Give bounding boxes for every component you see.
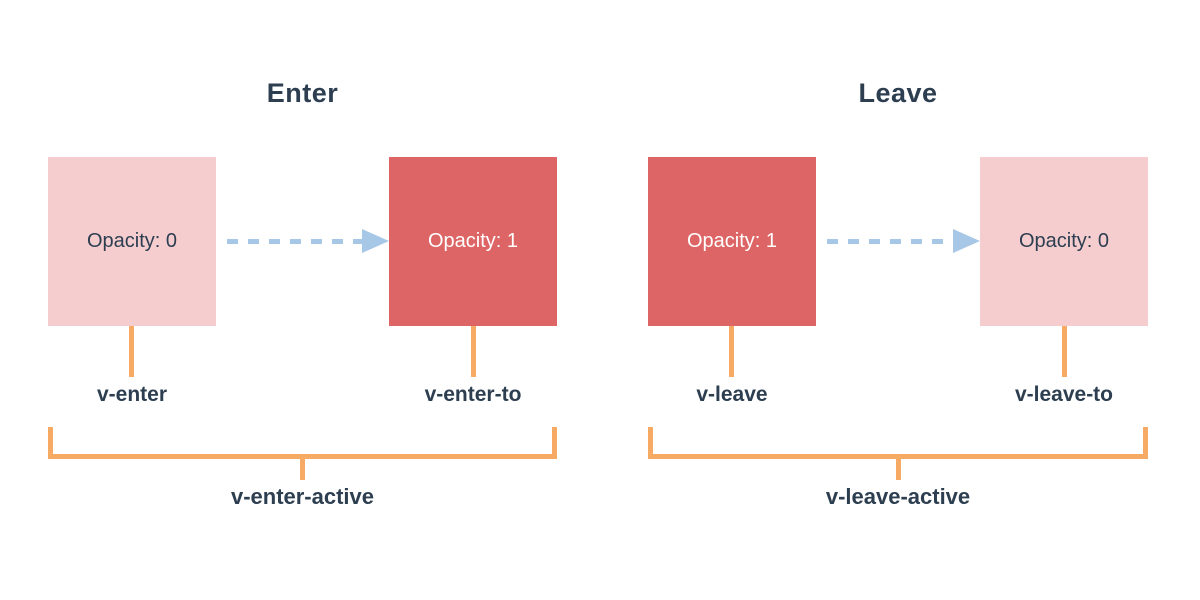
class-label-from: v-leave bbox=[696, 383, 768, 406]
transition-arrow-dashed-line bbox=[227, 239, 363, 244]
state-box-from-text: Opacity: 0 bbox=[86, 230, 178, 252]
class-label-from: v-enter bbox=[96, 383, 168, 406]
connector-line-to bbox=[471, 326, 476, 377]
active-phase-bracket bbox=[648, 427, 1148, 459]
section-leave: Leave Opacity: 1 Opacity: 0 v-leave v-le… bbox=[648, 0, 1148, 600]
section-enter: Enter Opacity: 0 Opacity: 1 v-enter v-en… bbox=[48, 0, 557, 600]
arrowhead-icon bbox=[362, 229, 389, 253]
section-title: Enter bbox=[266, 78, 339, 108]
transition-arrow-dashed-line bbox=[827, 239, 954, 244]
state-box-to: Opacity: 1 bbox=[389, 157, 557, 326]
state-box-to-text: Opacity: 1 bbox=[427, 230, 519, 252]
connector-line-to bbox=[1062, 326, 1067, 377]
bracket-stem-line bbox=[300, 459, 305, 480]
state-box-from: Opacity: 1 bbox=[648, 157, 816, 326]
class-label-to: v-enter-to bbox=[424, 383, 522, 406]
connector-line-from bbox=[129, 326, 134, 377]
state-box-to-text: Opacity: 0 bbox=[1018, 230, 1110, 252]
class-label-active: v-leave-active bbox=[825, 484, 971, 509]
bracket-stem-line bbox=[895, 459, 901, 480]
active-phase-bracket bbox=[48, 427, 557, 459]
section-title: Leave bbox=[858, 78, 938, 108]
state-box-from-text: Opacity: 1 bbox=[686, 230, 778, 252]
state-box-to: Opacity: 0 bbox=[980, 157, 1148, 326]
arrowhead-icon bbox=[953, 229, 980, 253]
class-label-to: v-leave-to bbox=[1014, 383, 1114, 406]
state-box-from: Opacity: 0 bbox=[48, 157, 216, 326]
class-label-active: v-enter-active bbox=[230, 484, 375, 509]
connector-line-from bbox=[729, 326, 734, 377]
